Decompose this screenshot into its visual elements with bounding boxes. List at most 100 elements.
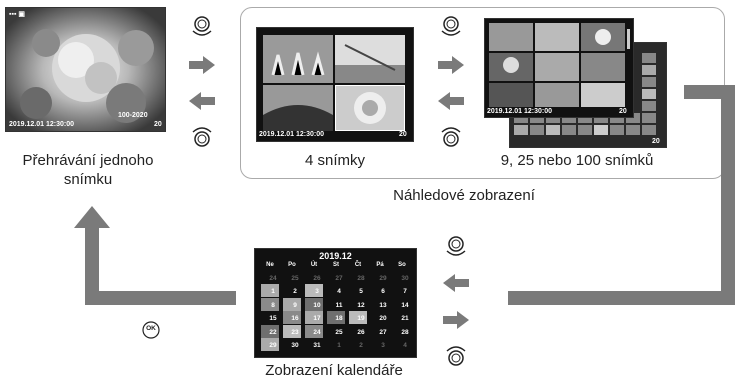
calendar-day: 3 <box>315 288 319 296</box>
calendar-day: 1 <box>337 342 341 349</box>
thumbnail-group-label: Náhledové zobrazení <box>393 187 535 204</box>
single-index: 20 <box>154 121 162 128</box>
four-frame-tile <box>335 85 405 131</box>
calendar-day: 14 <box>401 301 409 309</box>
many-index: 20 <box>619 108 627 115</box>
calendar-day: 28 <box>357 275 365 282</box>
calendar-day: 2 <box>359 342 363 349</box>
calendar-day: 7 <box>403 288 407 296</box>
front-dial-icon <box>441 127 461 147</box>
calendar-day: 13 <box>379 301 387 309</box>
calendar-weekday: Út <box>310 262 318 268</box>
calendar-day: 8 <box>271 301 275 309</box>
single-counter: 100-2020 <box>118 112 148 119</box>
calendar-day: 21 <box>401 315 409 323</box>
four-frame-tile <box>335 35 405 83</box>
calendar-day: 9 <box>293 301 297 309</box>
calendar-day: 1 <box>271 288 275 296</box>
many-frame-screen: 2019.12.01 12:30:00 20 <box>484 18 634 118</box>
many-date-stamp: 2019.12.01 12:30:00 <box>487 108 552 115</box>
calendar-day: 11 <box>335 301 343 309</box>
calendar-title: 2019.12 <box>319 251 352 261</box>
calendar-weekday: St <box>333 262 339 268</box>
many-frame-label: 9, 25 nebo 100 snímků <box>500 152 654 169</box>
calendar-photo-thumb <box>261 284 279 298</box>
four-frame-screen: 2019.12.01 12:30:00 20 <box>256 27 414 142</box>
calendar-day: 26 <box>313 275 321 282</box>
front-dial-icon <box>192 127 212 147</box>
calendar-day: 30 <box>291 342 299 349</box>
calendar-day: 17 <box>313 315 321 323</box>
calendar-day: 5 <box>359 288 363 296</box>
rear-dial-icon <box>192 16 212 36</box>
single-date-stamp: 2019.12.01 12:30:00 <box>9 121 74 128</box>
front-dial-icon <box>446 346 466 366</box>
calendar-photo-thumb <box>261 324 279 338</box>
calendar-day: 27 <box>335 275 343 282</box>
calendar-weekday: So <box>398 262 406 268</box>
ok-button-icon <box>142 321 160 339</box>
four-index: 20 <box>399 131 407 138</box>
calendar-photo-thumb <box>283 297 301 311</box>
calendar-day: 28 <box>401 328 409 336</box>
rear-dial-icon <box>441 16 461 36</box>
calendar-day: 27 <box>379 328 387 336</box>
calendar-day: 6 <box>381 288 385 296</box>
many-index-back: 20 <box>652 138 660 145</box>
four-frame-tile <box>263 35 333 83</box>
calendar-photo-thumb <box>349 311 367 325</box>
calendar-weekday: Pá <box>376 262 384 268</box>
arrow-right-icon <box>443 311 469 329</box>
calendar-day: 12 <box>357 301 365 309</box>
calendar-photo-thumb <box>327 311 345 325</box>
calendar-day: 16 <box>291 315 299 323</box>
calendar-photo-thumb <box>305 324 323 338</box>
calendar-day: 25 <box>291 275 299 282</box>
calendar-day: 4 <box>403 342 407 349</box>
calendar-photo-thumb <box>305 297 323 311</box>
calendar-day: 23 <box>291 328 299 336</box>
calendar-day: 24 <box>313 328 321 336</box>
calendar-weekday: Po <box>288 262 296 268</box>
calendar-photo-thumb <box>283 311 301 325</box>
arrow-left-icon <box>189 92 215 110</box>
rear-dial-icon <box>446 236 466 256</box>
single-frame-screen: 2019.12.01 12:30:00 100-2020 20 ▪▪▪ ▣ <box>5 7 166 132</box>
calendar-photo-thumb <box>261 338 279 351</box>
calendar-day: 2 <box>293 288 297 296</box>
calendar-day: 22 <box>269 328 277 336</box>
single-frame-label: Přehrávání jednoho snímku <box>22 152 154 188</box>
arrow-left-icon <box>443 274 469 292</box>
four-frame-label: 4 snímky <box>304 152 365 169</box>
single-frame-photo <box>6 8 165 131</box>
calendar-label: Zobrazení kalendáře <box>265 362 403 379</box>
calendar-day: 30 <box>401 275 409 282</box>
calendar-photo-thumb <box>305 284 323 298</box>
calendar-day: 26 <box>357 328 365 336</box>
calendar-day: 15 <box>269 315 277 323</box>
four-frame-tile <box>263 85 333 131</box>
single-mode-badge: ▪▪▪ ▣ <box>9 11 26 18</box>
calendar-photo-thumb <box>283 324 301 338</box>
calendar-day: 29 <box>269 342 277 349</box>
calendar-day: 31 <box>313 342 321 349</box>
calendar-weekday: Čt <box>354 262 362 268</box>
calendar-day: 19 <box>357 315 365 323</box>
calendar-day: 25 <box>335 328 343 336</box>
calendar-photo-thumb <box>305 311 323 325</box>
calendar-day: 24 <box>269 275 277 282</box>
calendar-day: 10 <box>313 301 321 309</box>
arrow-left-icon <box>438 92 464 110</box>
four-date-stamp: 2019.12.01 12:30:00 <box>259 131 324 138</box>
ok-button-label: OK <box>146 325 156 332</box>
calendar-day: 20 <box>379 315 387 323</box>
calendar-day: 18 <box>335 315 343 323</box>
calendar-photo-thumb <box>261 297 279 311</box>
arrow-right-icon <box>189 56 215 74</box>
calendar-day: 3 <box>381 342 385 349</box>
arrow-right-icon <box>438 56 464 74</box>
calendar-weekday: Ne <box>266 262 274 268</box>
